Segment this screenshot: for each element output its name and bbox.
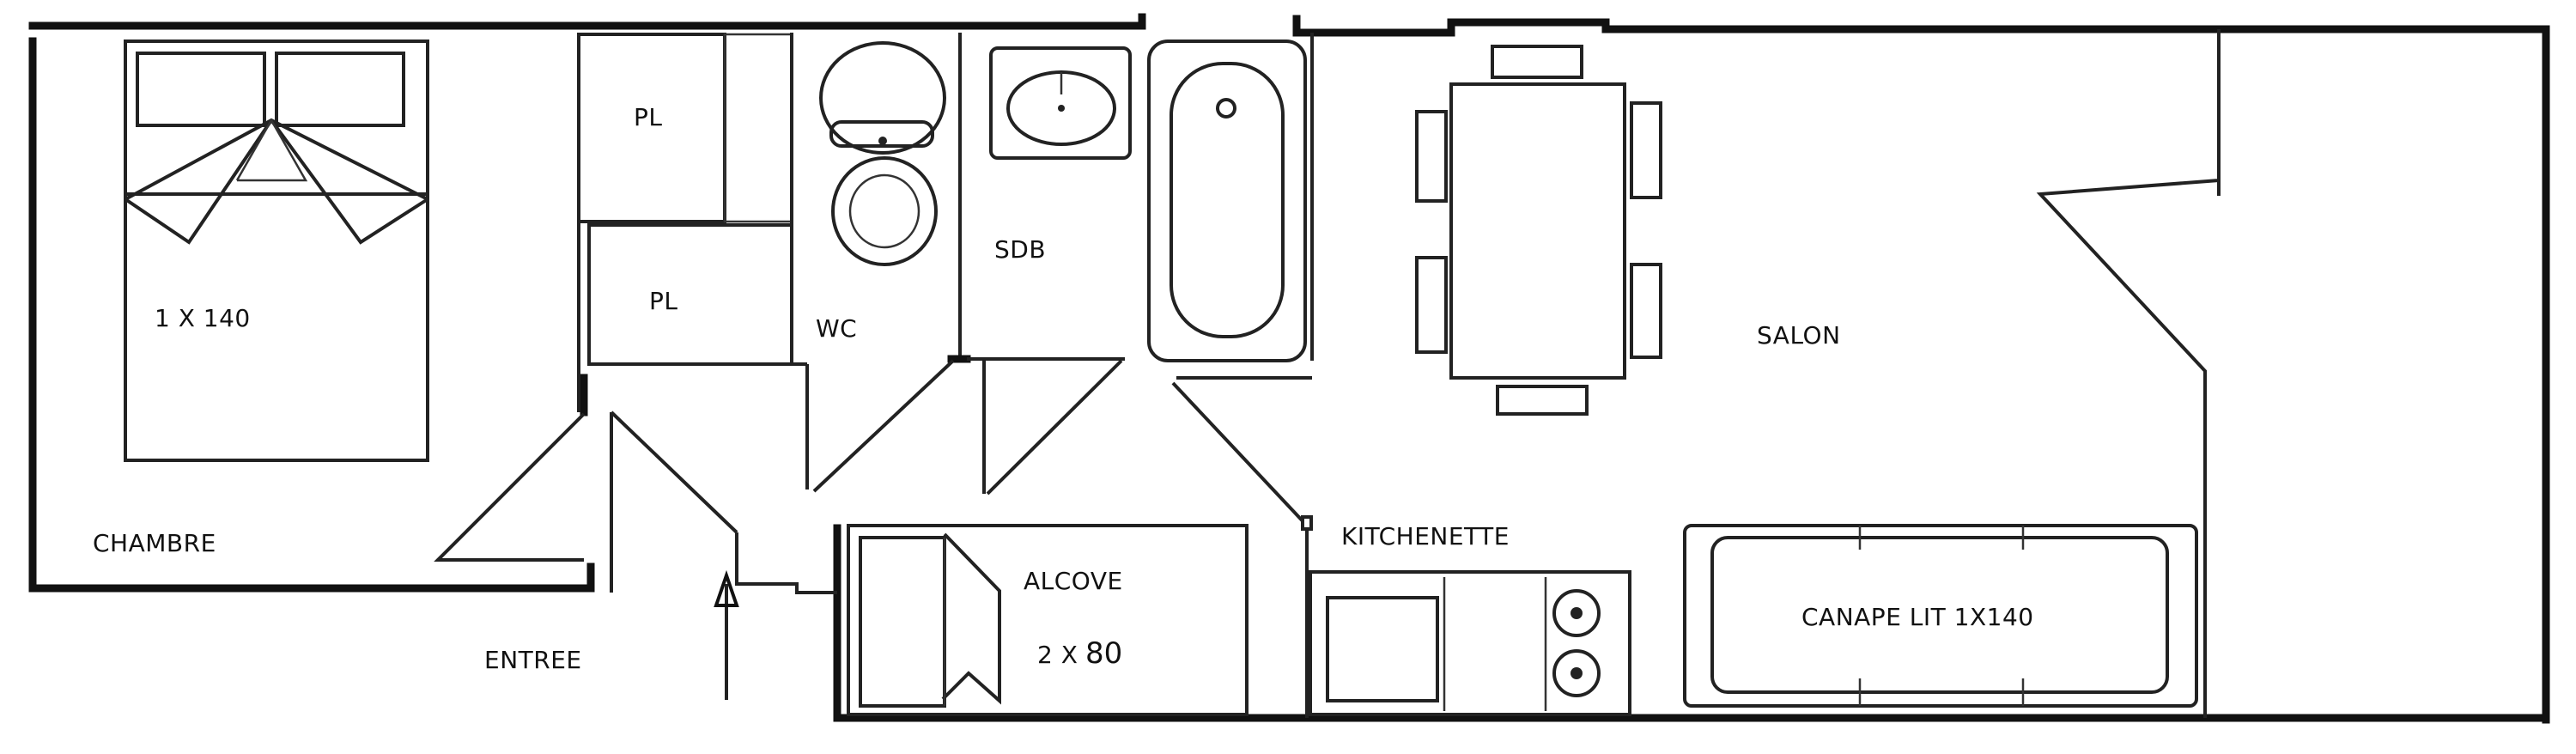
hob-burner-2 xyxy=(1552,649,1601,697)
entree-door-swing xyxy=(610,410,738,534)
entree-notch xyxy=(735,532,837,594)
placard-2 xyxy=(587,223,793,366)
dining-table xyxy=(1449,82,1626,380)
hob-burner-1 xyxy=(1552,589,1601,637)
duvet-fold xyxy=(125,118,428,201)
pillow-right xyxy=(275,52,405,127)
placard-1-side xyxy=(723,33,793,223)
bathtub-basin xyxy=(1170,62,1285,338)
label-chambre: CHAMBRE xyxy=(93,529,216,557)
labels: PL PL 1 X 140 CHAMBRE WC SDB SALON KITCH… xyxy=(93,103,2034,674)
doors xyxy=(434,359,1313,700)
label-entree: ENTREE xyxy=(484,646,582,674)
duvet-center xyxy=(235,118,308,182)
label-salon: SALON xyxy=(1757,321,1841,350)
wall-chambre xyxy=(28,37,595,593)
label-alcove-beds-size: 80 xyxy=(1085,636,1122,671)
hob-burner-2-center xyxy=(1571,667,1583,679)
bed-frame xyxy=(124,40,429,462)
duvet-right-flap xyxy=(270,119,429,245)
chair-right-2 xyxy=(1630,263,1662,359)
duvet-left-flap xyxy=(124,119,273,245)
pillow-left xyxy=(136,52,266,127)
wall-top-right xyxy=(1292,15,2550,724)
label-chambre-bed: 1 X 140 xyxy=(155,304,251,332)
chair-right-1 xyxy=(1630,101,1662,199)
alcove-mattress xyxy=(859,536,946,708)
chambre-door xyxy=(434,412,586,562)
chair-top xyxy=(1491,45,1583,79)
kitchen-door xyxy=(1171,381,1309,527)
bathtub xyxy=(1147,40,1307,362)
toilet-flush xyxy=(878,137,887,145)
sofa-bed xyxy=(1683,524,2198,708)
chambre-bed xyxy=(124,40,429,462)
kitchen-sink xyxy=(1326,596,1439,702)
label-kitchenette: KITCHENETTE xyxy=(1341,522,1510,550)
sink-drain xyxy=(1058,105,1065,112)
partitions xyxy=(577,29,2221,718)
wall-bottom-right xyxy=(833,524,2550,722)
kitchen-door-hinge xyxy=(1301,515,1313,531)
label-placard-2: PL xyxy=(649,287,677,315)
toilet-bowl-inner xyxy=(848,173,920,249)
toilet xyxy=(819,41,946,266)
toilet-bowl xyxy=(831,156,938,266)
sofa-seat xyxy=(1710,536,2169,694)
label-sdb: SDB xyxy=(994,235,1046,264)
toilet-seat-back xyxy=(829,120,934,148)
sdb-door xyxy=(986,359,1123,496)
chair-bottom xyxy=(1496,385,1589,416)
alcove-bed xyxy=(859,532,1001,708)
hob-burner-1-center xyxy=(1571,607,1583,619)
chair-left-2 xyxy=(1415,256,1448,354)
wall-top-left xyxy=(28,13,1146,30)
salon-right-wall xyxy=(2036,29,2221,718)
kitchen-counter xyxy=(1309,570,1631,716)
label-wc: WC xyxy=(816,314,857,343)
label-placard-1: PL xyxy=(634,103,662,131)
label-alcove-beds-prefix: 2 X xyxy=(1037,641,1078,669)
sofa-frame xyxy=(1683,524,2198,708)
toilet-tank xyxy=(819,41,946,155)
alcove-box xyxy=(847,524,1249,716)
entrance-arrow-head xyxy=(714,569,739,607)
chair-left-1 xyxy=(1415,110,1448,203)
bathtub-drain xyxy=(1216,98,1236,119)
label-alcove: ALCOVE xyxy=(1024,567,1123,595)
bathroom-fixtures xyxy=(989,40,1307,362)
dining-set xyxy=(1415,45,1662,416)
sink xyxy=(989,46,1132,160)
wc-door xyxy=(812,359,955,493)
label-sofa-bed: CANAPE LIT 1X140 xyxy=(1801,603,2034,631)
kitchenette-unit xyxy=(1309,570,1631,716)
alcove-blanket xyxy=(941,532,1001,705)
